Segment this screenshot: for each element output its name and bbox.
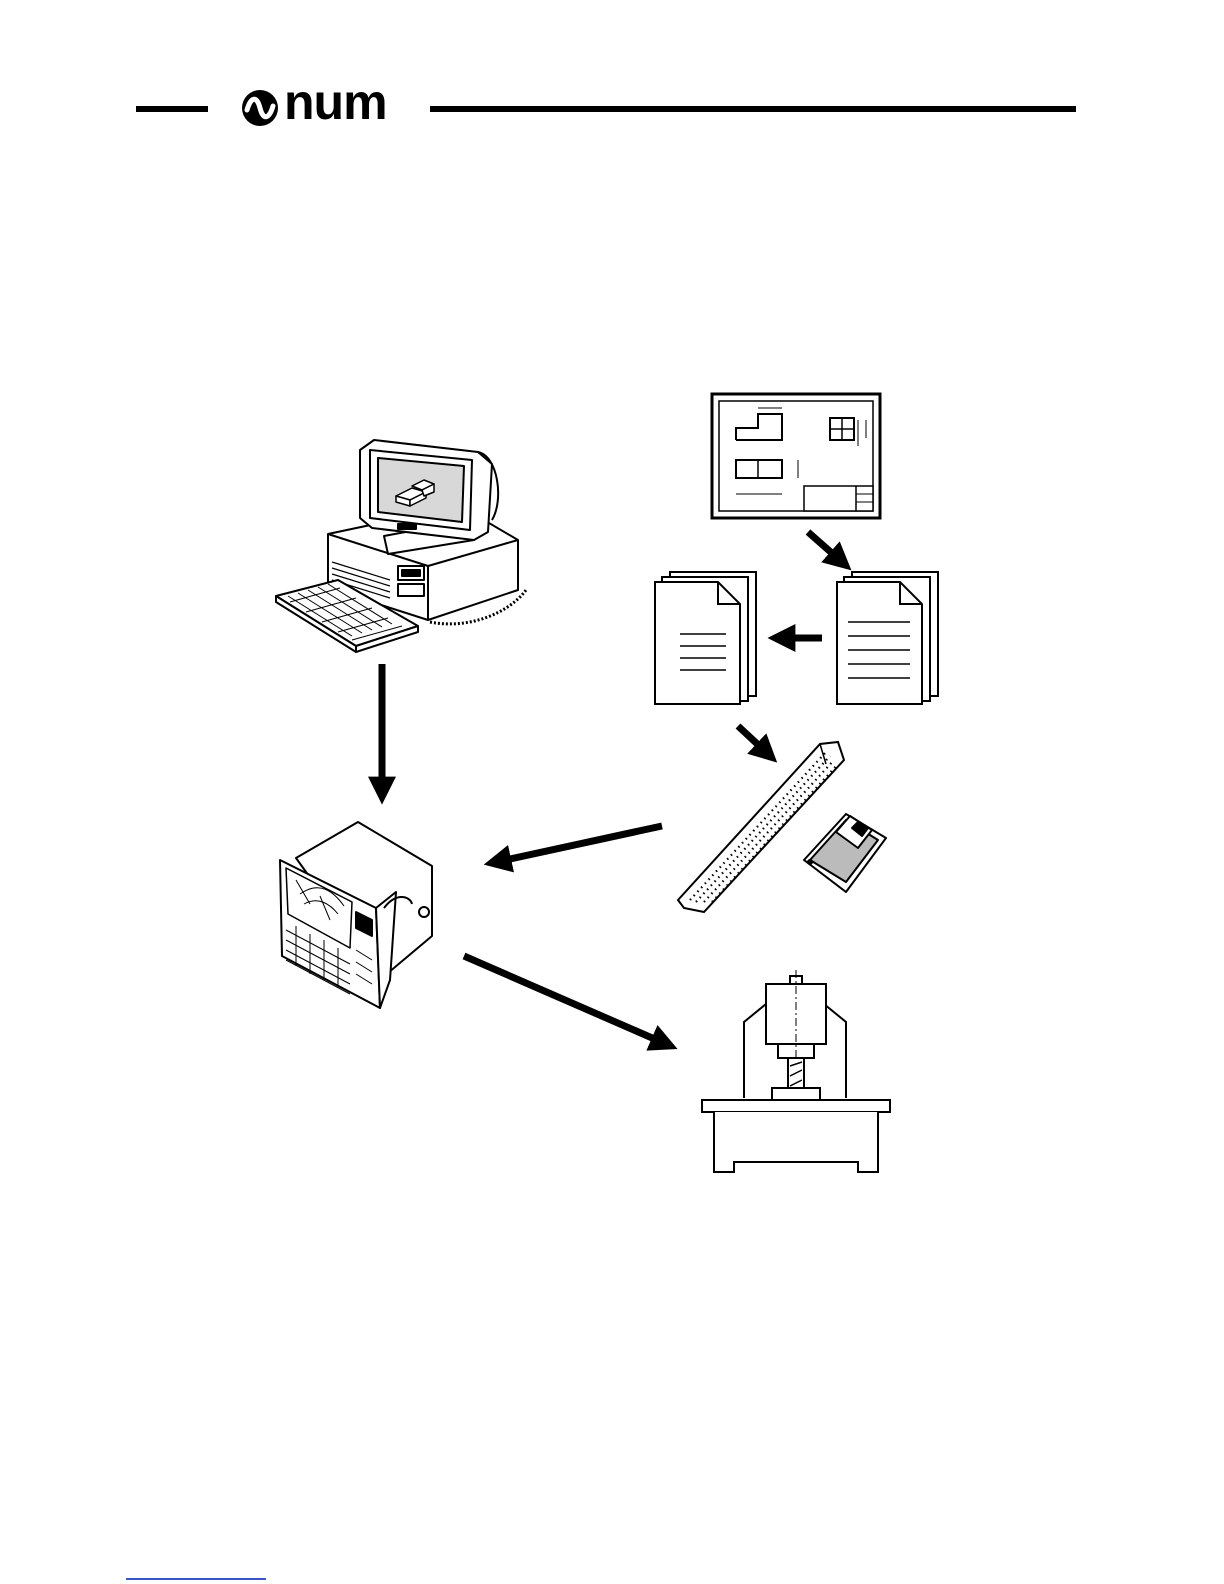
arrow-tape-to-cnc <box>496 826 662 862</box>
floppy-disk-icon <box>804 814 886 892</box>
milling-machine-icon <box>702 970 890 1172</box>
arrow-document-to-tape <box>738 726 768 754</box>
technical-drawing-icon <box>712 394 880 518</box>
desktop-computer-icon <box>276 440 526 652</box>
arrow-drawing-to-document <box>808 532 842 562</box>
footer-link-underline[interactable] <box>126 1578 266 1580</box>
document-stack-right <box>837 572 938 704</box>
arrow-cnc-to-machine <box>464 956 666 1044</box>
document-stack-left <box>655 572 756 704</box>
cnc-control-panel-icon <box>280 822 432 1008</box>
punched-tape-icon <box>678 742 844 912</box>
